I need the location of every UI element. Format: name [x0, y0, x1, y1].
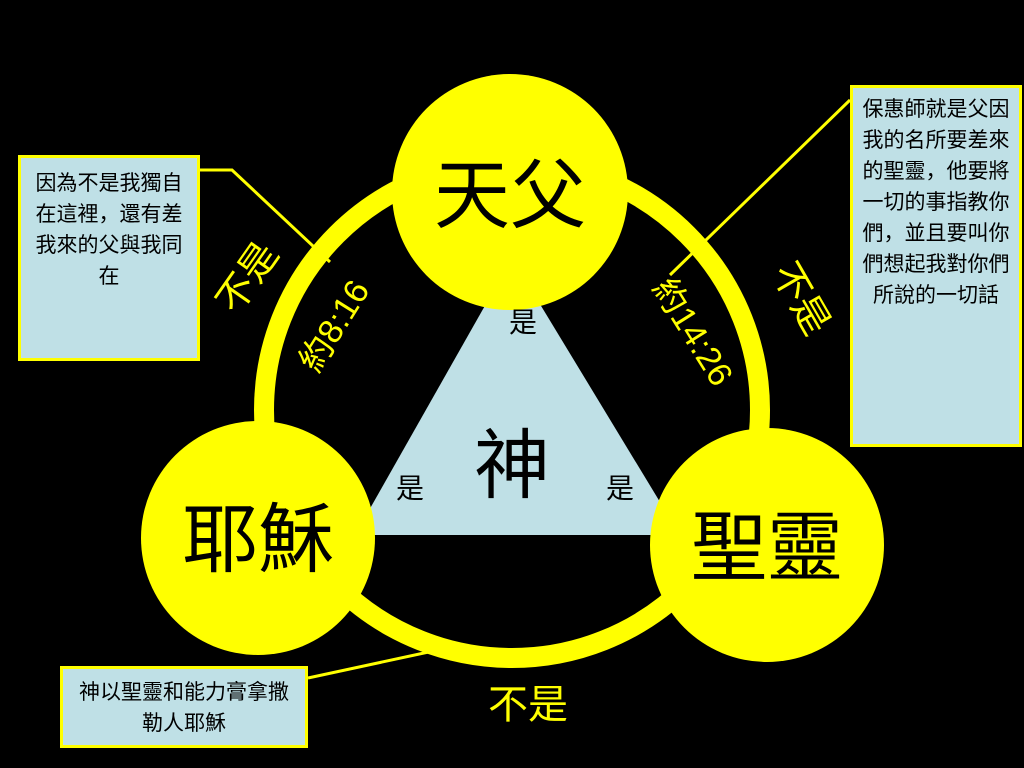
note-jesus-text: 因為不是我獨自在這裡，還有差我來的父與我同在: [35, 171, 183, 288]
arc-bottom-not-label: 不是: [488, 682, 568, 728]
node-father-label: 天父: [434, 151, 586, 240]
edge-label-right: 是: [606, 472, 634, 505]
node-spirit-label: 聖靈: [691, 503, 843, 592]
edge-label-top: 是: [509, 306, 537, 339]
center-label: 神: [474, 421, 550, 510]
connector-bottom: [307, 648, 439, 680]
node-spirit-circle: [650, 428, 884, 662]
note-father-text: 保惠師就是父因我的名所要差來的聖靈，他要將一切的事指教你們，並且要叫你們想起我對…: [862, 97, 1010, 307]
arc-right-not-label: 不是: [763, 255, 839, 343]
arc-bottom-ref: 徒10:38: [462, 587, 581, 625]
note-bottom-text: 神以聖靈和能力膏拿撒勒人耶穌: [79, 680, 289, 735]
node-jesus-label: 耶穌: [182, 495, 334, 584]
note-bottom: 神以聖靈和能力膏拿撒勒人耶穌: [60, 666, 308, 748]
connector-jesus: [200, 168, 332, 264]
note-father: 保惠師就是父因我的名所要差來的聖靈，他要將一切的事指教你們，並且要叫你們想起我對…: [850, 85, 1022, 447]
node-father-circle: [392, 74, 628, 310]
node-jesus-circle: [141, 421, 375, 655]
edge-label-left: 是: [396, 472, 424, 505]
center-triangle: [355, 258, 680, 535]
note-jesus: 因為不是我獨自在這裡，還有差我來的父與我同在: [18, 155, 200, 361]
connector-father: [668, 98, 852, 277]
